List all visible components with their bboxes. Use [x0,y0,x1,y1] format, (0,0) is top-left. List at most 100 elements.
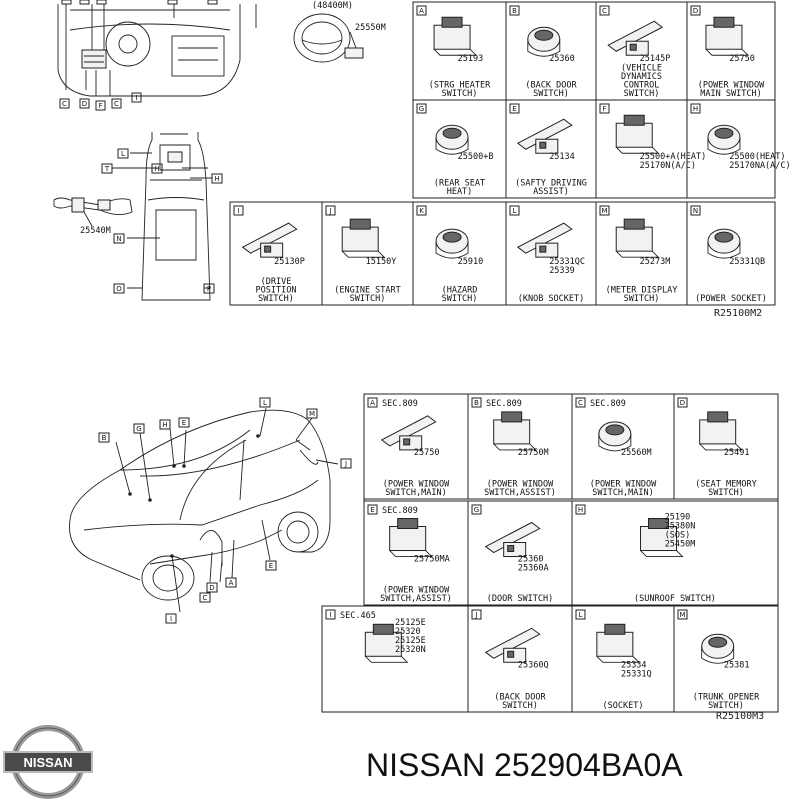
part-number: 25170N(A/C) [640,161,696,171]
part-illustration [701,633,735,664]
section-ref: SEC.465 [340,611,376,621]
part-illustration [707,124,741,155]
part-number: 25500+A(HEAT) [640,152,707,162]
part-illustration [484,521,541,558]
part-caption: (POWER WINDOW [487,480,554,490]
steering-wheel-drawing: (48400M) 25550M [293,1,386,63]
top-diagram-reference: R25100M2 [714,308,762,319]
bottom-row-frame [321,605,779,713]
part-caption: (SEAT MEMORY [695,480,756,490]
part-illustration [516,222,573,258]
panel-letter-box [325,205,336,216]
panel-letter: H [578,506,583,514]
callout-48400m: (48400M) [312,1,353,11]
panel-letter-box [416,103,427,114]
part-caption: SWITCH) [350,294,386,304]
part-caption: (HAZARD [442,286,478,296]
part-number: 25145P [640,54,671,64]
panel-letter-box [575,397,586,408]
console-label-n: N [116,235,121,243]
panel-letter-box [471,609,482,620]
part-illustration [364,623,409,663]
panel-letter-box [416,205,427,216]
panel-letter-box [367,397,378,408]
part-caption: ASSIST) [533,187,569,197]
part-number: 25560M [621,448,652,458]
section-ref: SEC.809 [382,399,418,409]
part-caption: (KNOB SOCKET) [518,294,585,304]
panel-letter: B [512,7,517,15]
part-caption: SWITCH,ASSIST) [484,488,556,498]
panel-frame [686,201,776,306]
panel-letter: N [693,207,698,215]
part-number: 25500(HEAT) [729,152,785,162]
part-number: 25360 [549,54,575,64]
logo-wordmark: NISSAN [23,755,72,770]
part-illustration [707,228,741,259]
part-caption: (SUNROOF SWITCH) [634,594,716,604]
part-caption: SWITCH) [708,488,744,498]
part-caption: HEAT) [447,187,473,197]
part-caption: SWITCH) [624,294,660,304]
car-label-g: G [136,425,141,433]
part-illustration [435,228,469,259]
section-ref: SEC.809 [590,399,626,409]
panel-letter-box [690,205,701,216]
console-label-o: O [116,285,122,293]
part-caption: (SOCKET) [603,701,644,711]
panel-letter: D [693,7,698,15]
part-caption: (POWER WINDOW [383,480,450,490]
panel-letter: L [513,207,517,215]
panel-letter-box [599,103,610,114]
panel-letter: E [512,105,516,113]
panel-letter-box [509,5,520,16]
car-label-b: B [102,434,107,442]
callout-25550m: 25550M [355,23,386,33]
part-illustration [596,623,640,663]
part-number: 25125E [395,636,426,646]
console-label-l: L [121,150,125,158]
part-caption: (BACK DOOR [494,693,546,703]
part-illustration [484,627,541,663]
part-number-title: NISSAN 252904BA0A [366,747,683,783]
panel-letter-box [325,609,336,620]
panel-letter-box [599,5,610,16]
part-number: 25360A [518,563,549,573]
part-illustration [705,16,750,56]
part-caption: (ENGINE START [334,286,401,296]
part-illustration [433,16,478,56]
part-number: 25750M [518,448,549,458]
part-number: 25750 [729,54,755,64]
panel-letter: I [329,611,331,619]
car-label-e2: E [269,562,273,570]
section-ref: SEC.809 [382,506,418,516]
car-label-a: A [229,579,234,587]
part-number: 25750MA [414,554,450,564]
part-number: 25491 [724,448,750,458]
panel-letter: E [370,506,374,514]
panel-letter: J [474,611,477,619]
part-caption: (POWER WINDOW [383,586,450,596]
overview-label-c: C [62,100,67,108]
part-illustration [389,518,433,557]
dashboard-overview-drawing: C D F C I [57,0,257,111]
part-number: (SOS) [665,531,691,541]
part-number: 25190 [665,513,691,523]
part-caption: SWITCH) [258,294,294,304]
part-caption: (VEHICLE [621,64,662,74]
bottom-diagram-reference: R25100M3 [716,711,764,722]
part-caption: SWITCH) [624,89,660,99]
part-illustration [527,26,561,57]
part-number: 25193 [458,54,484,64]
